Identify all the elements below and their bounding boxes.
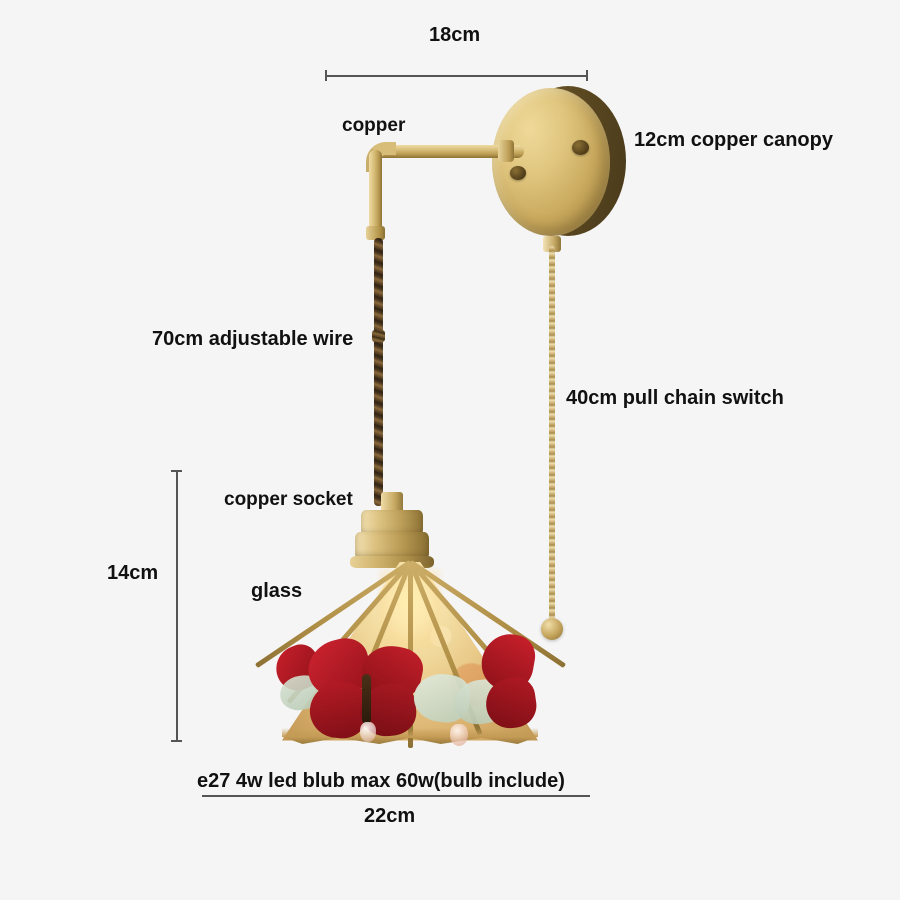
dimension-tick-right	[586, 70, 588, 81]
copper-socket-body	[355, 532, 429, 560]
glass-shade	[254, 559, 567, 748]
dimension-tick-bottom	[171, 740, 182, 742]
socket-upper-collar	[361, 510, 423, 536]
label-glass: glass	[251, 580, 303, 602]
copper-arm-vertical	[369, 150, 382, 236]
pull-chain-ball-finial	[541, 618, 563, 640]
label-adjustable-wire: 70cm adjustable wire	[152, 328, 354, 350]
crystal-drop-left	[360, 722, 376, 742]
label-pull-chain-switch: 40cm pull chain switch	[566, 387, 784, 409]
label-copper-canopy: 12cm copper canopy	[634, 129, 833, 151]
dimension-label-shade-height: 14cm	[107, 562, 159, 584]
dimension-label-top-width: 18cm	[429, 24, 481, 46]
butterfly-main-left	[302, 633, 428, 742]
dimension-tick-left	[325, 70, 327, 81]
label-copper-socket: copper socket	[224, 489, 353, 510]
canopy-screw-upper	[572, 140, 589, 155]
pull-chain-switch-housing	[543, 236, 561, 252]
canopy-face	[492, 88, 610, 236]
copper-arm-horizontal	[372, 145, 524, 158]
dimension-line-shade-width	[202, 795, 590, 797]
dimension-label-shade-width: 22cm	[364, 805, 416, 827]
dimension-line-shade-height	[176, 470, 178, 742]
label-copper: copper	[342, 115, 406, 136]
crystal-drop-right	[450, 724, 468, 746]
pull-chain	[549, 246, 555, 622]
adjustable-twisted-wire	[374, 238, 383, 506]
copper-arm-wall-collar	[498, 140, 514, 162]
butterfly-far-right	[474, 629, 548, 732]
copper-arm-end-cap	[366, 226, 385, 240]
canopy-screw-lower	[510, 166, 526, 180]
dimension-tick-top	[171, 470, 182, 472]
copper-canopy	[488, 84, 628, 240]
wire-knot	[372, 330, 385, 342]
label-bulb-spec: e27 4w led blub max 60w(bulb include)	[197, 770, 565, 792]
dimension-line-top-width	[325, 75, 588, 77]
